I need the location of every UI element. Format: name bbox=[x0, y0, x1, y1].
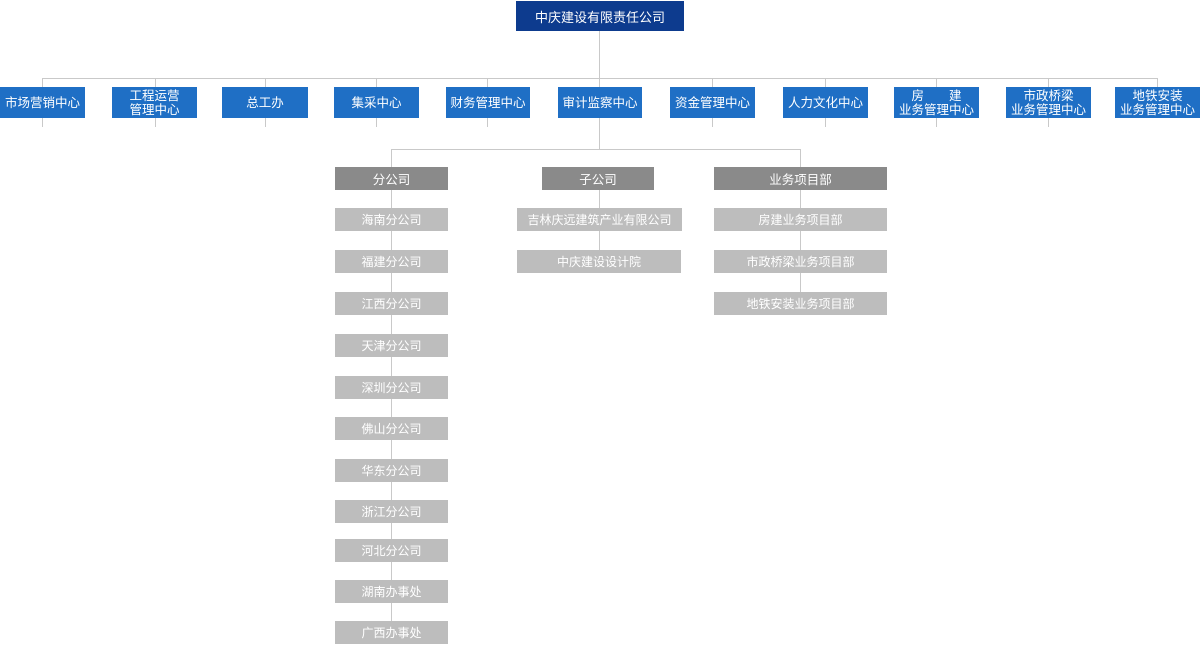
branch-item: 福建分公司 bbox=[335, 250, 448, 273]
branch-item: 华东分公司 bbox=[335, 459, 448, 482]
dept-metro-installation-center: 地铁安装 业务管理中心 bbox=[1115, 87, 1200, 118]
dept-audit-center: 审计监察中心 bbox=[558, 87, 642, 118]
subsidiary-item: 中庆建设设计院 bbox=[517, 250, 681, 273]
subsidiary-item: 吉林庆远建筑产业有限公司 bbox=[517, 208, 682, 231]
branch-item: 佛山分公司 bbox=[335, 417, 448, 440]
project-dept-item: 地铁安装业务项目部 bbox=[714, 292, 887, 315]
branch-item: 江西分公司 bbox=[335, 292, 448, 315]
connector-group-drop bbox=[800, 149, 801, 167]
branch-item: 河北分公司 bbox=[335, 539, 448, 562]
group-branch-header: 分公司 bbox=[335, 167, 448, 190]
connector-root-down bbox=[599, 31, 600, 79]
project-dept-item: 房建业务项目部 bbox=[714, 208, 887, 231]
dept-hr-culture-center: 人力文化中心 bbox=[783, 87, 868, 118]
dept-engineering-operations-center: 工程运营 管理中心 bbox=[112, 87, 197, 118]
dept-finance-center: 财务管理中心 bbox=[446, 87, 530, 118]
branch-item: 浙江分公司 bbox=[335, 500, 448, 523]
dept-housing-business-center: 房 建 业务管理中心 bbox=[894, 87, 979, 118]
connector-dept-bar bbox=[42, 78, 1158, 79]
project-dept-item: 市政桥梁业务项目部 bbox=[714, 250, 887, 273]
dept-chief-engineer-office: 总工办 bbox=[222, 87, 308, 118]
connector-group-bar bbox=[391, 149, 801, 150]
branch-item: 湖南办事处 bbox=[335, 580, 448, 603]
connector-group-drop bbox=[391, 149, 392, 167]
connector-dept-bar-end bbox=[1157, 78, 1158, 88]
branch-item: 深圳分公司 bbox=[335, 376, 448, 399]
branch-item: 广西办事处 bbox=[335, 621, 448, 644]
dept-procurement-center: 集采中心 bbox=[334, 87, 419, 118]
branch-item: 天津分公司 bbox=[335, 334, 448, 357]
dept-fund-management-center: 资金管理中心 bbox=[670, 87, 755, 118]
connector-branch-column bbox=[391, 190, 392, 622]
branch-item: 海南分公司 bbox=[335, 208, 448, 231]
group-project-header: 业务项目部 bbox=[714, 167, 887, 190]
connector-project-column bbox=[800, 190, 801, 294]
root-company: 中庆建设有限责任公司 bbox=[516, 1, 684, 31]
dept-municipal-bridge-center: 市政桥梁 业务管理中心 bbox=[1006, 87, 1091, 118]
group-subsidiary-header: 子公司 bbox=[542, 167, 654, 190]
dept-marketing-center: 市场营销中心 bbox=[0, 87, 85, 118]
